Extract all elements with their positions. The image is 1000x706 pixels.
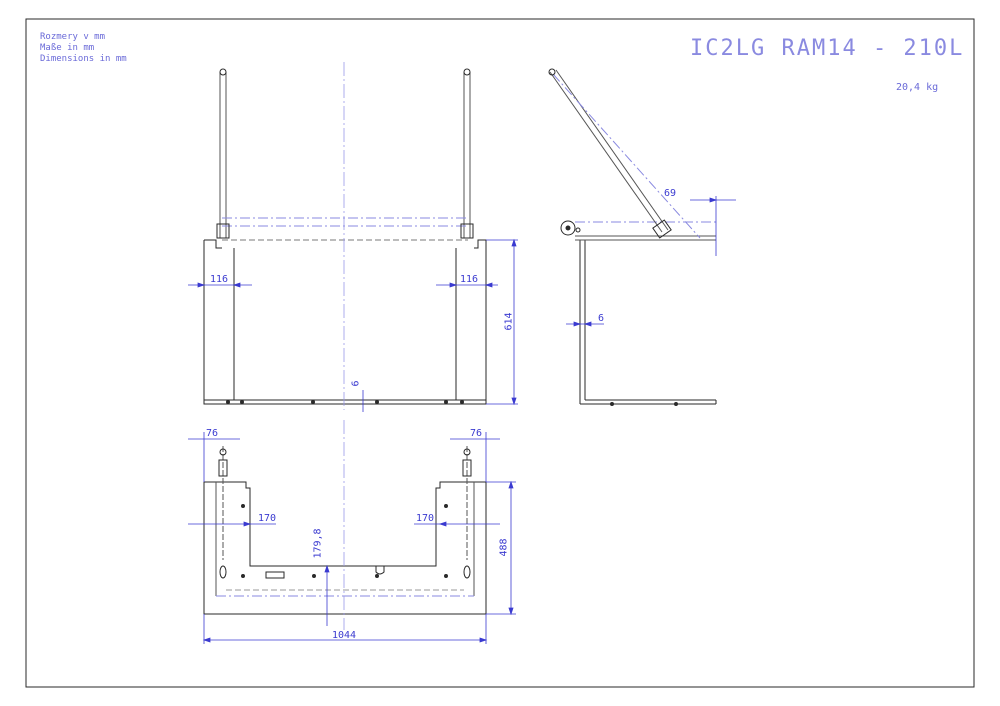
units-note-de: Maße in mm [40, 43, 95, 53]
units-note-cz: Rozmery v mm [40, 32, 106, 42]
top-view [203, 446, 487, 615]
dim-top-left-offset: 76 [206, 428, 219, 439]
side-view [548, 68, 717, 406]
dim-top-depth: 488 [498, 538, 510, 557]
side-dimensions [566, 196, 736, 327]
dim-front-thickness: 6 [350, 380, 362, 387]
units-note-en: Dimensions in mm [40, 54, 127, 64]
dim-top-center-depth: 179,8 [312, 528, 324, 559]
dim-overall-width: 1044 [332, 630, 357, 641]
top-dimensions [188, 432, 516, 644]
dim-top-right-offset: 76 [470, 428, 483, 439]
drawing-title: IC2LG RAM14 - 210L [690, 36, 965, 61]
weight-label: 20,4 kg [896, 82, 939, 93]
front-dimensions [188, 238, 518, 412]
dim-front-left-width: 116 [210, 274, 229, 285]
dim-top-left-170: 170 [258, 513, 277, 524]
dim-side-overhang: 69 [664, 188, 677, 199]
dim-front-height: 614 [503, 312, 515, 331]
dim-side-thickness: 6 [598, 313, 605, 324]
dim-top-right-170: 170 [416, 513, 435, 524]
drawing-border [25, 18, 975, 688]
front-view [203, 68, 487, 405]
dim-front-right-width: 116 [460, 274, 479, 285]
